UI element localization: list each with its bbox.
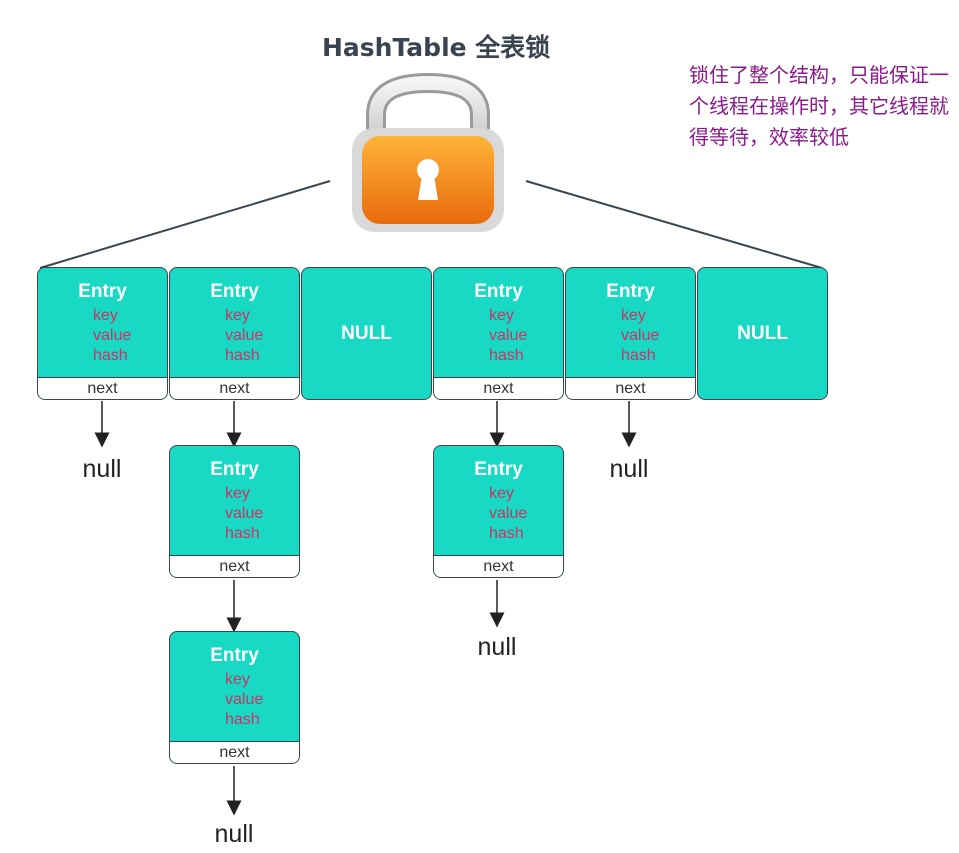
entry-key: key <box>225 671 250 688</box>
entry-hash: hash <box>225 525 260 542</box>
null-terminal: null <box>82 455 122 483</box>
entry-next: next <box>38 377 167 399</box>
entry-title: Entry <box>474 281 523 302</box>
entry-next: next <box>170 555 299 577</box>
null-terminal: null <box>477 633 517 661</box>
entry-key: key <box>621 307 646 324</box>
entry-hash: hash <box>489 347 524 364</box>
entry-key: key <box>225 485 250 502</box>
entry-value: value <box>225 327 264 344</box>
padlock-icon <box>352 72 504 232</box>
chain-entry: Entry key value hash next <box>433 445 564 578</box>
bucket-null: NULL <box>301 267 432 400</box>
entry-next: next <box>170 377 299 399</box>
bucket-null: NULL <box>697 267 828 400</box>
annotation-note: 锁住了整个结构，只能保证一个线程在操作时，其它线程就得等待，效率较低 <box>689 63 949 149</box>
entry-title: Entry <box>78 281 127 302</box>
entry-hash: hash <box>225 347 260 364</box>
bucket-entry: Entry key value hash next <box>565 267 696 400</box>
entry-value: value <box>489 327 528 344</box>
null-terminal: null <box>609 455 649 483</box>
entry-hash: hash <box>489 525 524 542</box>
null-bucket-label: NULL <box>737 323 788 344</box>
diagram-title: HashTable 全表锁 <box>322 33 551 62</box>
null-terminal: null <box>214 820 254 848</box>
entry-key: key <box>225 307 250 324</box>
entry-value: value <box>225 505 264 522</box>
entry-value: value <box>621 327 660 344</box>
entry-title: Entry <box>210 645 259 666</box>
entry-hash: hash <box>225 711 260 728</box>
entry-key: key <box>489 307 514 324</box>
bucket-entry: Entry key value hash next <box>433 267 564 400</box>
entry-title: Entry <box>606 281 655 302</box>
bucket-entry: Entry key value hash next <box>169 267 300 400</box>
bucket-entry: Entry key value hash next <box>37 267 168 400</box>
entry-value: value <box>93 327 132 344</box>
entry-key: key <box>489 485 514 502</box>
entry-value: value <box>489 505 528 522</box>
entry-title: Entry <box>210 281 259 302</box>
entry-next: next <box>434 555 563 577</box>
lock-line-right <box>525 180 823 269</box>
entry-next: next <box>566 377 695 399</box>
entry-title: Entry <box>474 459 523 480</box>
entry-next: next <box>434 377 563 399</box>
entry-value: value <box>225 691 264 708</box>
chain-entry: Entry key value hash next <box>169 631 300 764</box>
entry-key: key <box>93 307 118 324</box>
entry-hash: hash <box>93 347 128 364</box>
entry-next: next <box>170 741 299 763</box>
entry-title: Entry <box>210 459 259 480</box>
lock-line-left <box>39 180 331 269</box>
null-bucket-label: NULL <box>341 323 392 344</box>
chain-entry: Entry key value hash next <box>169 445 300 578</box>
entry-hash: hash <box>621 347 656 364</box>
